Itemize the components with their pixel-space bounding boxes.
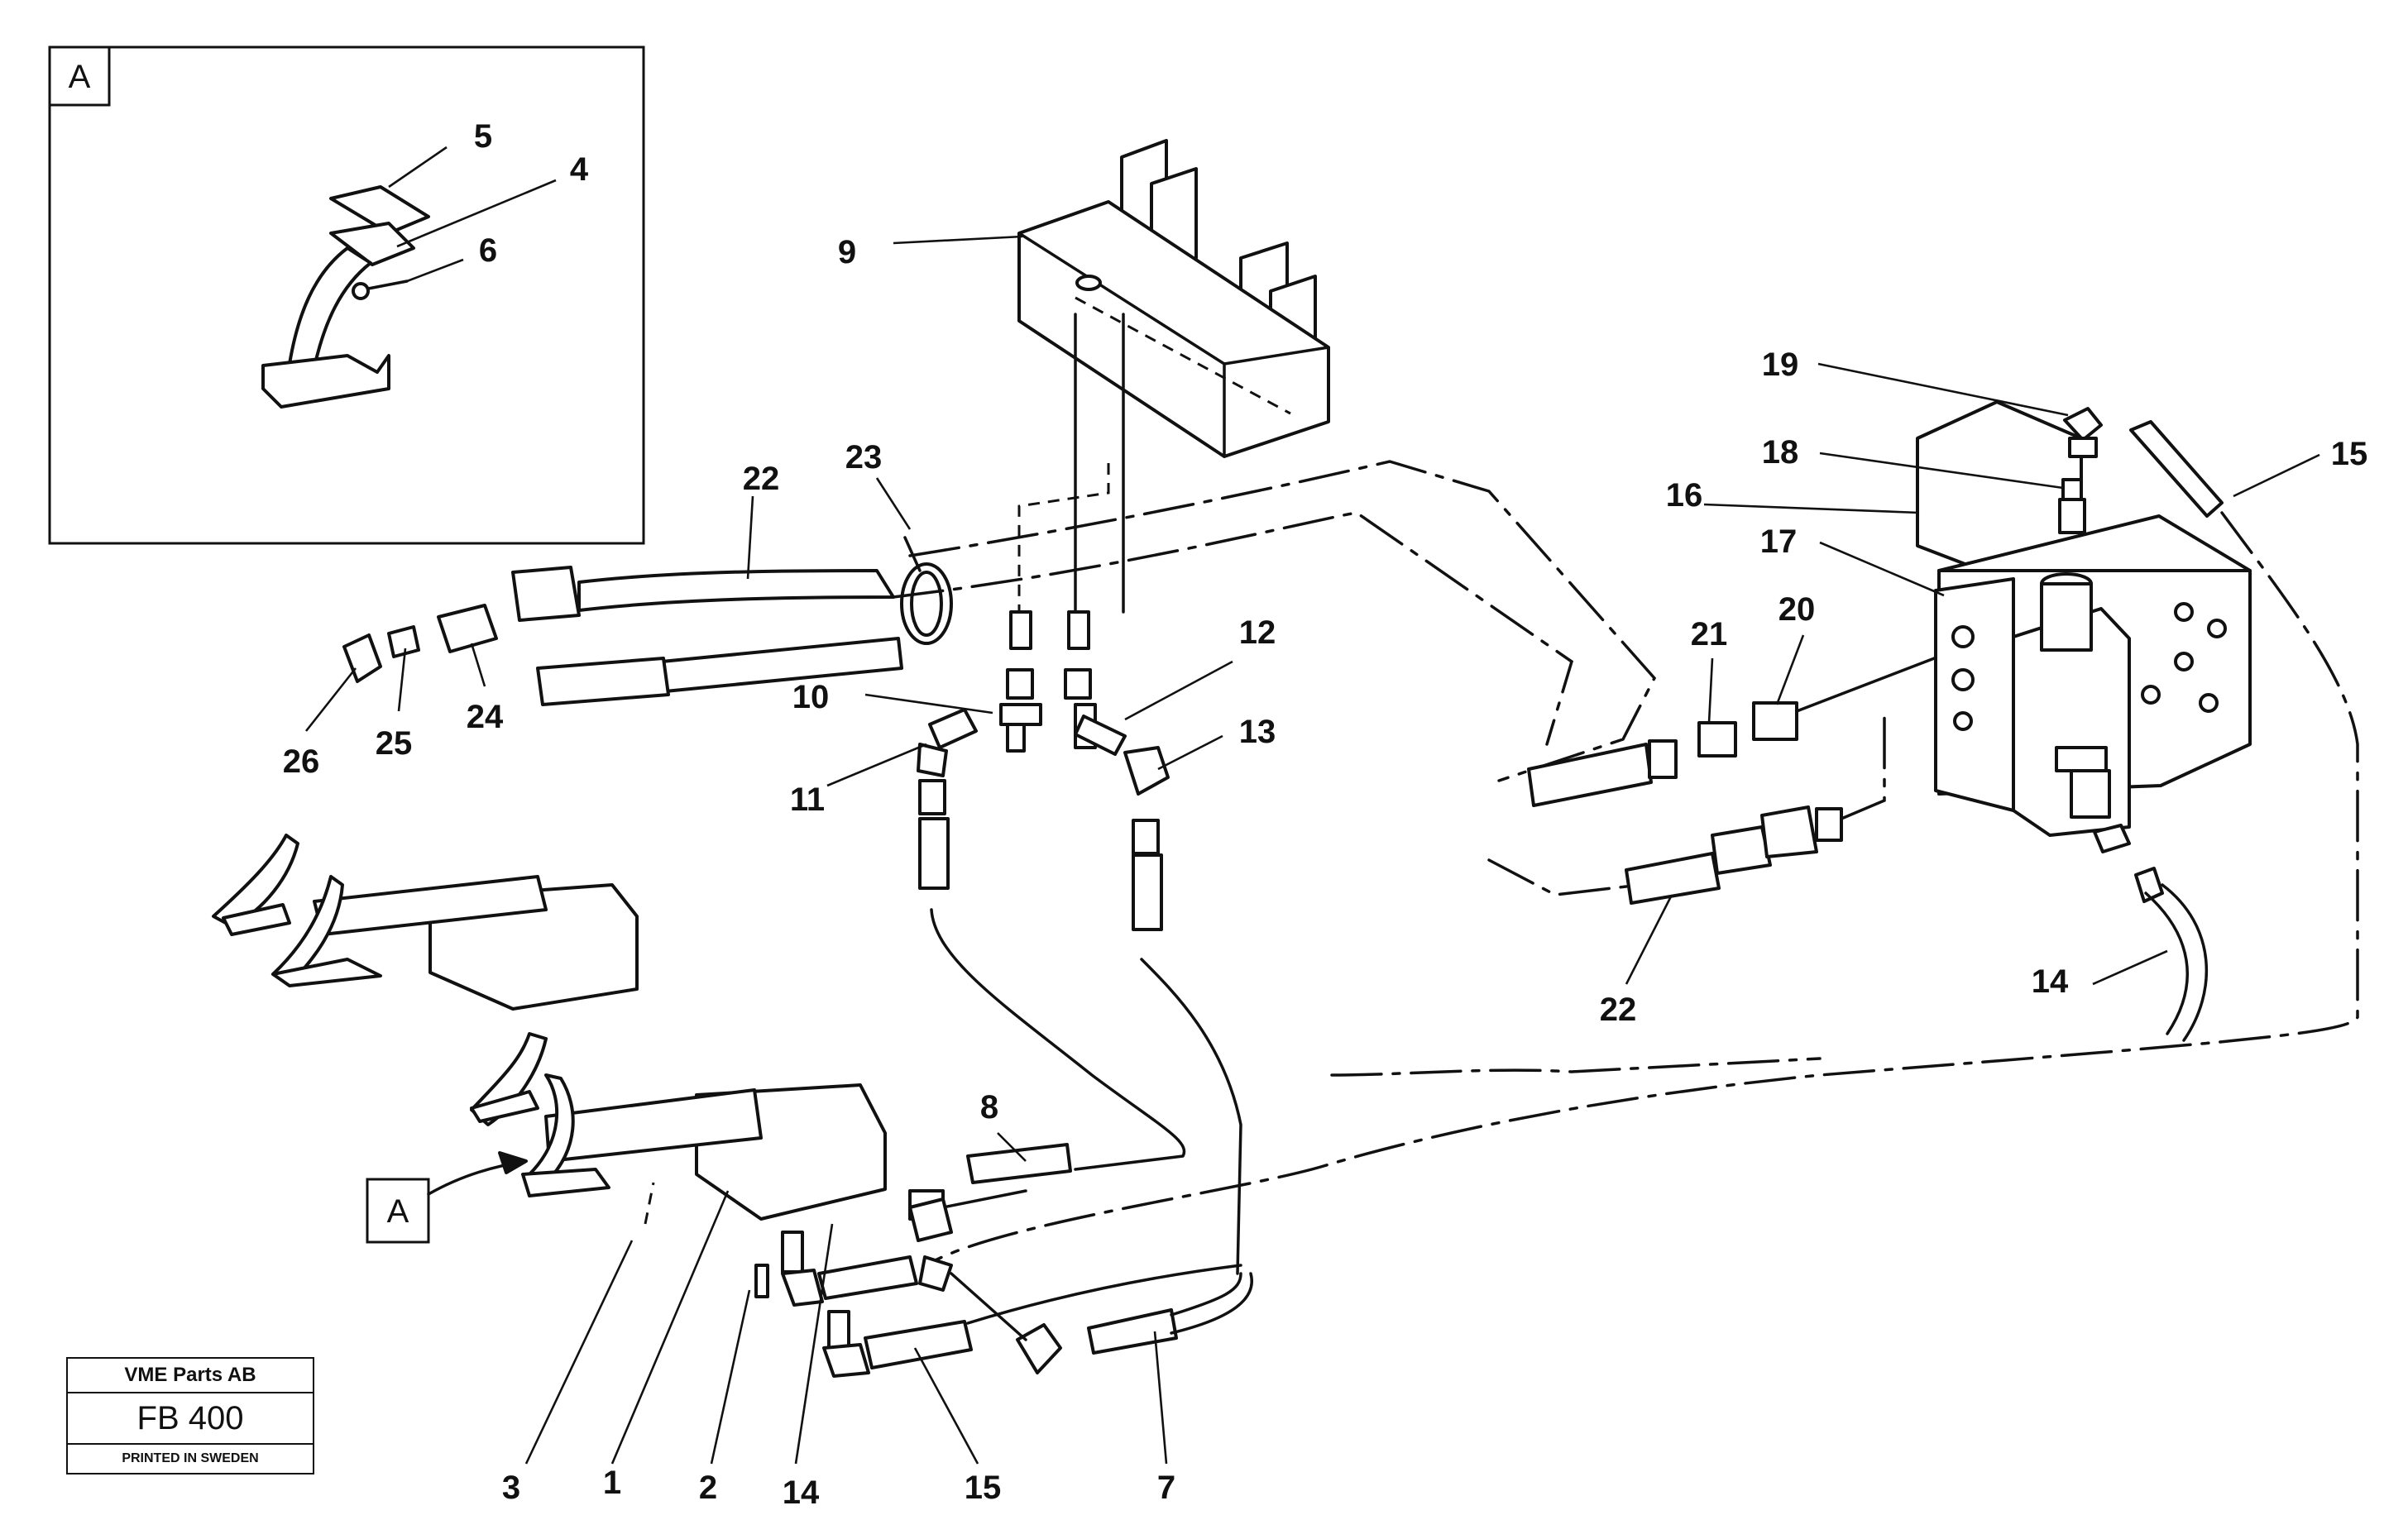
label-15b: 15 [2331, 436, 2368, 472]
detail-bolt-head [352, 282, 370, 300]
detail-pedal-base [261, 354, 390, 409]
pedal-assembly-main [470, 1032, 945, 1221]
detail-bolt [362, 280, 409, 291]
detail-a-inset: A [48, 45, 645, 545]
label-23: 23 [845, 439, 883, 476]
label-15a: 15 [965, 1470, 1002, 1506]
connector-20-21 [1527, 643, 1970, 807]
label-19: 19 [1762, 347, 1799, 383]
label-16: 16 [1666, 477, 1703, 514]
title-block-code: FB 400 [68, 1393, 313, 1445]
label-8: 8 [980, 1089, 998, 1126]
leader-lines [304, 235, 2320, 1465]
detail-a-callout-tag: A [387, 1193, 409, 1230]
control-valve-16-17 [1916, 400, 2252, 837]
label-1: 1 [603, 1465, 621, 1501]
fitting-cluster [917, 610, 1170, 931]
label-11: 11 [790, 781, 825, 818]
detail-a-frame [48, 45, 645, 545]
title-block: VME Parts AB FB 400 PRINTED IN SWEDEN [66, 1357, 314, 1474]
label-25: 25 [376, 725, 413, 762]
detail-pedal-pad [329, 185, 430, 235]
label-4: 4 [570, 151, 589, 188]
detail-pedal-arm [288, 246, 372, 369]
detail-a-callout-box [366, 1178, 430, 1244]
pilot-hose-8 [930, 908, 1186, 1171]
label-17: 17 [1760, 523, 1798, 560]
label-24: 24 [467, 699, 504, 735]
label-20: 20 [1778, 591, 1816, 628]
detail-a-tag: A [69, 59, 91, 95]
part-labels: 5 4 6 9 22 23 26 25 24 10 11 12 13 19 18… [283, 118, 2368, 1511]
label-14b: 14 [2032, 963, 2069, 1000]
pedal-assembly-upper [212, 834, 639, 1011]
return-line-upper [908, 460, 1657, 782]
tank-return-line [925, 511, 2359, 1267]
hose-14-right [2093, 824, 2131, 853]
label-26: 26 [283, 743, 320, 780]
label-12: 12 [1239, 614, 1276, 651]
title-block-company: VME Parts AB [68, 1359, 313, 1393]
return-line-lower [892, 511, 1574, 746]
fittings-24-26 [342, 604, 498, 683]
label-9: 9 [838, 234, 856, 270]
title-block-printed: PRINTED IN SWEDEN [122, 1451, 259, 1465]
label-10: 10 [792, 679, 830, 715]
label-3: 3 [502, 1470, 520, 1506]
label-7: 7 [1157, 1470, 1175, 1506]
fittings-18-19 [2058, 407, 2224, 534]
label-6: 6 [479, 232, 497, 269]
label-2: 2 [699, 1470, 717, 1506]
detail-a-tag-box [48, 45, 111, 107]
hose-22-upper [511, 536, 953, 706]
label-22a: 22 [743, 461, 780, 497]
lower-fittings [644, 1182, 1253, 1378]
label-22b: 22 [1600, 992, 1637, 1028]
label-14a: 14 [783, 1474, 820, 1511]
label-5: 5 [474, 118, 492, 155]
label-13: 13 [1239, 714, 1276, 750]
detail-a-callout: A [366, 1151, 528, 1244]
valve-block-9 [1017, 139, 1330, 458]
label-21: 21 [1691, 616, 1728, 652]
hose-22-lower [1487, 710, 1886, 905]
label-18: 18 [1762, 434, 1799, 471]
